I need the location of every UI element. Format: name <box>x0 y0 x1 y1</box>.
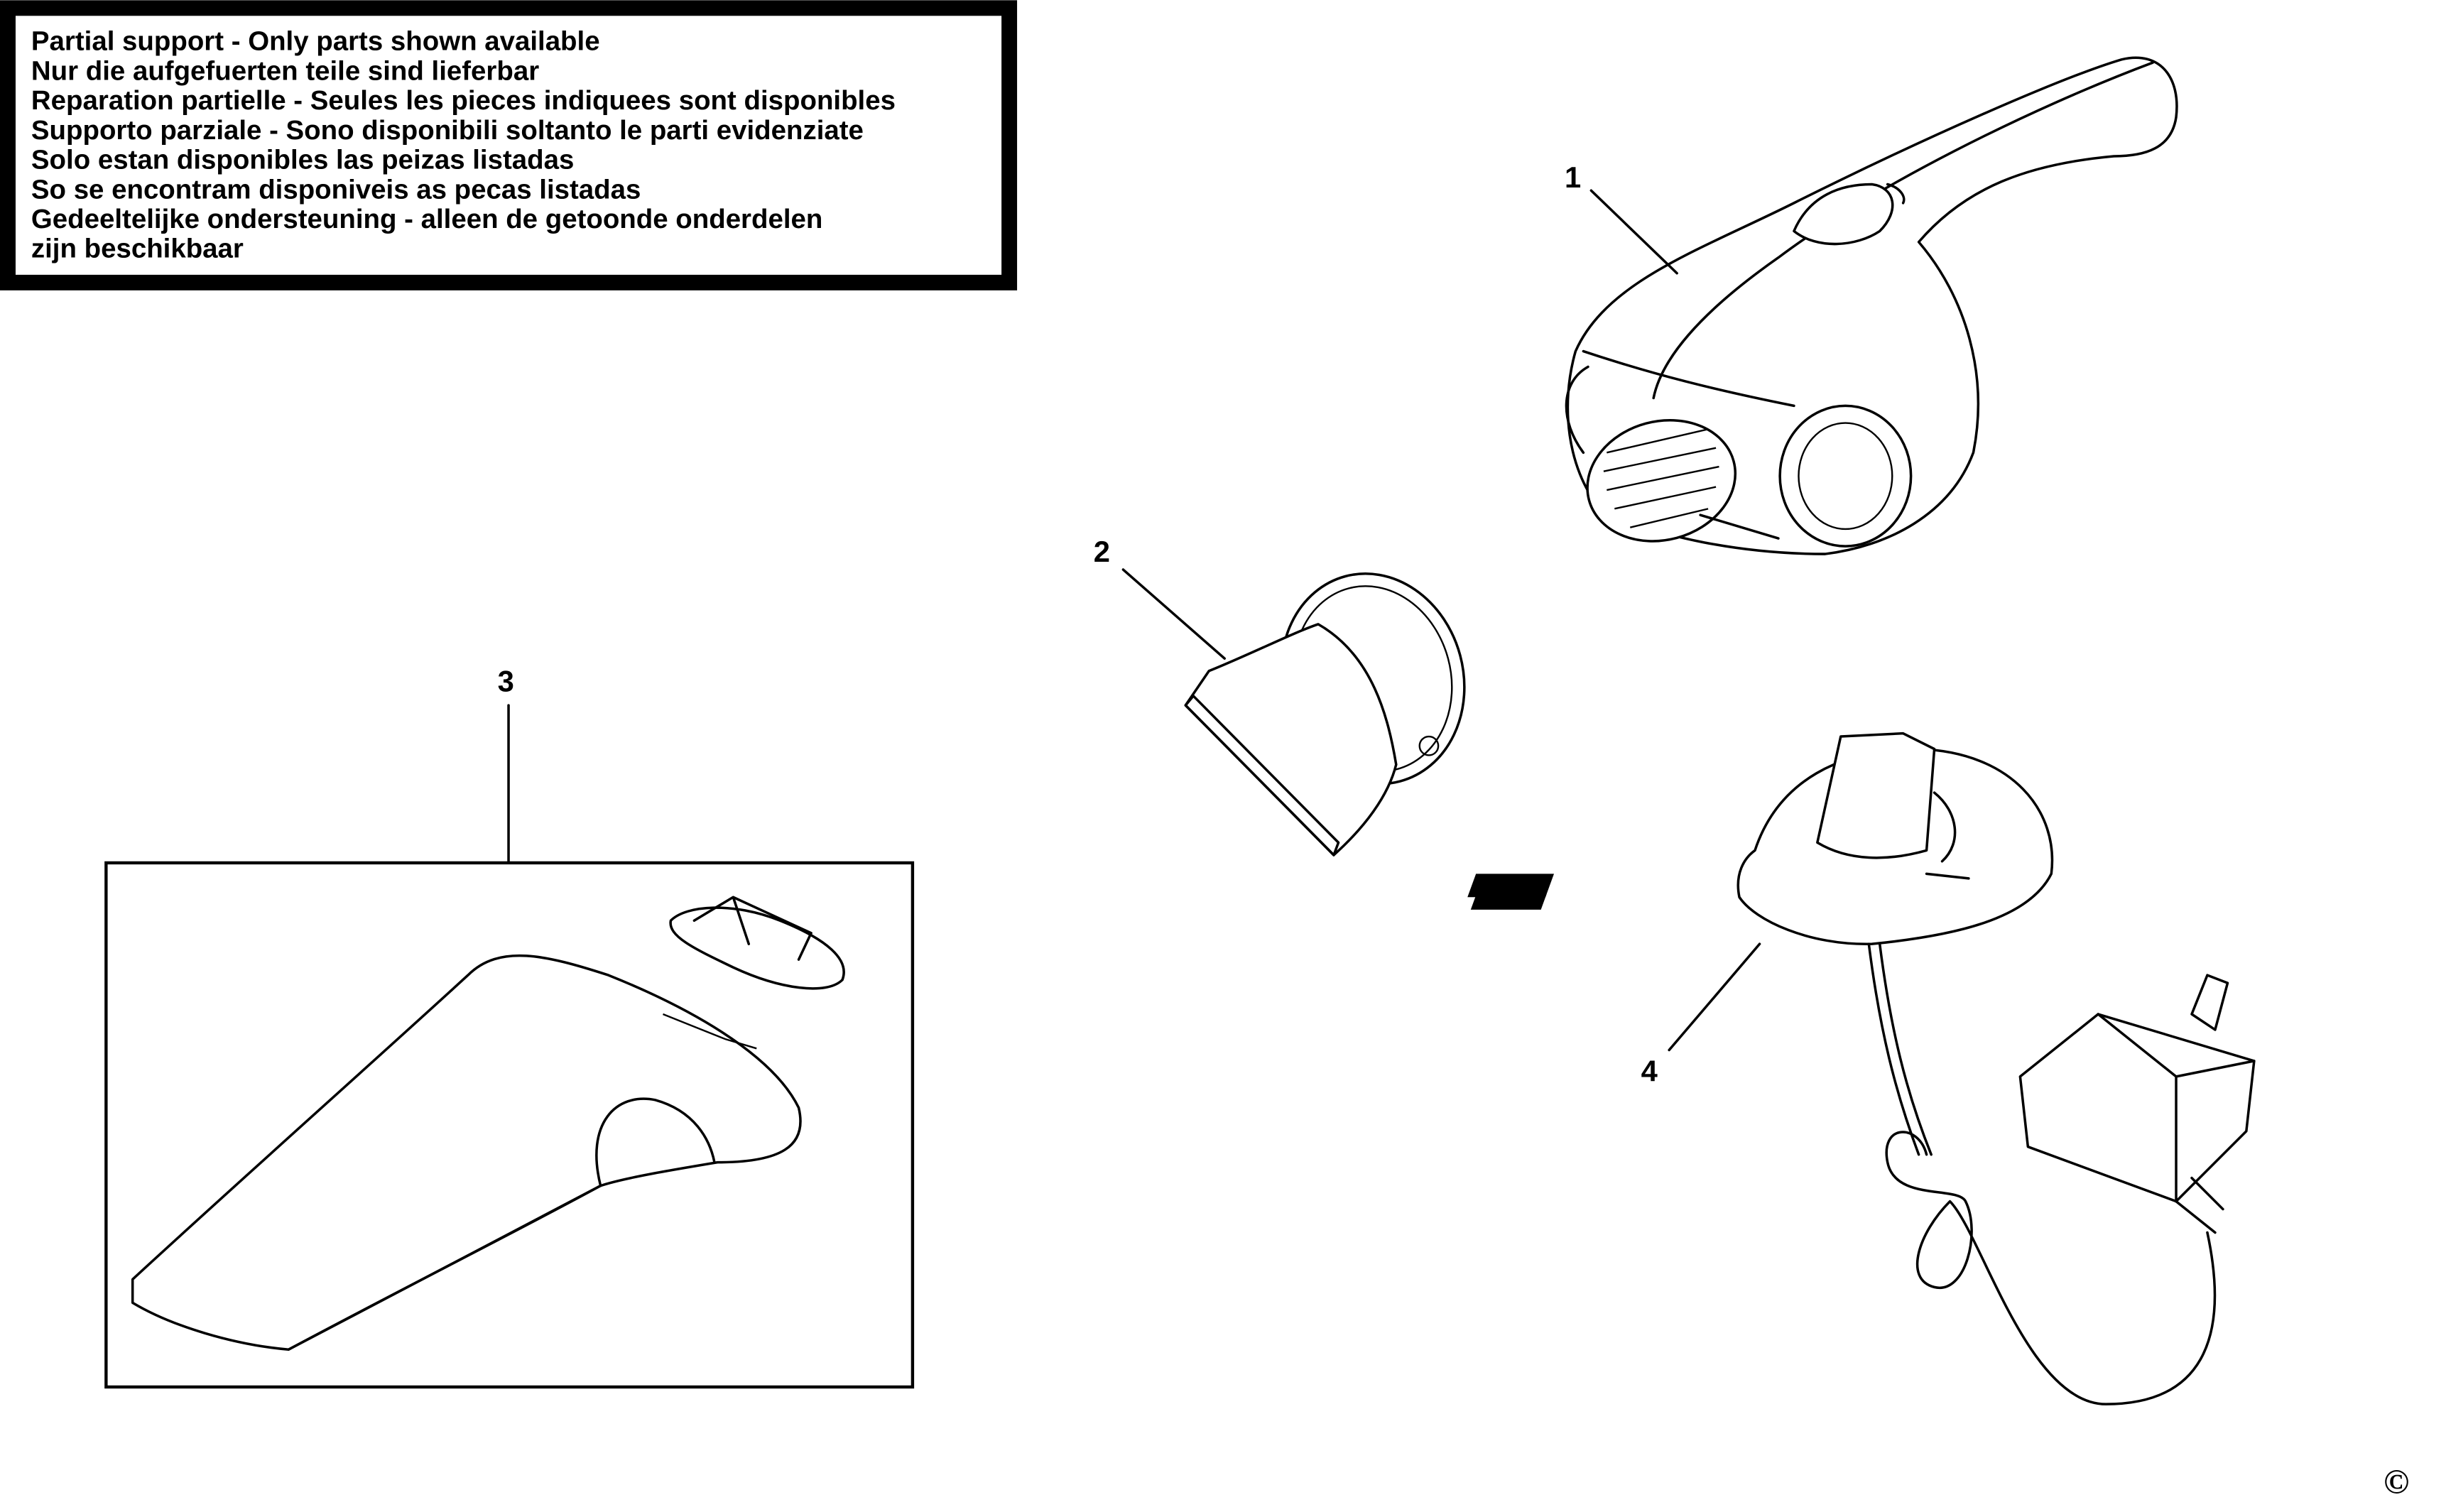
notice-line-nl: Gedeeltelijke ondersteuning - alleen de … <box>31 204 822 234</box>
notice-line-en: Partial support - Only parts shown avail… <box>31 26 600 57</box>
black-and-decker-logo <box>1467 874 1555 910</box>
leader-line-4 <box>1668 942 1761 1052</box>
copyright-mark: © <box>2384 1463 2409 1501</box>
power-cord <box>1885 1131 2217 1405</box>
part-2-nozzle-filter[interactable] <box>1184 553 1487 856</box>
part-3-dust-bowl[interactable] <box>131 954 802 1351</box>
availability-notice: Partial support - Only parts shown avail… <box>0 0 1018 290</box>
callout-2: 2 <box>1094 535 1110 568</box>
callout-3: 3 <box>498 664 514 697</box>
notice-line-fr: Reparation partielle - Seules les pieces… <box>31 85 896 116</box>
notice-line-es: Solo estan disponibles las peizas listad… <box>31 145 574 175</box>
callout-4: 4 <box>1641 1054 1658 1087</box>
notice-line-nl-2: zijn beschikbaar <box>31 234 244 264</box>
power-adaptor[interactable] <box>2018 974 2256 1234</box>
part-3-filter-clip[interactable] <box>669 896 845 990</box>
part-4-charging-base[interactable] <box>1467 731 2054 1156</box>
notice-line-de: Nur die aufgefuerten teile sind lieferba… <box>31 55 539 86</box>
notice-line-it: Supporto parziale - Sono disponibili sol… <box>31 115 864 146</box>
notice-line-pt: So se encontram disponiveis as pecas lis… <box>31 174 641 205</box>
part-1-vacuum-body[interactable] <box>1565 56 2178 557</box>
vent-grille-icon <box>1603 428 1719 528</box>
leader-line-1 <box>1589 189 1678 275</box>
callout-1: 1 <box>1565 161 1581 194</box>
leader-line-2 <box>1121 568 1226 660</box>
